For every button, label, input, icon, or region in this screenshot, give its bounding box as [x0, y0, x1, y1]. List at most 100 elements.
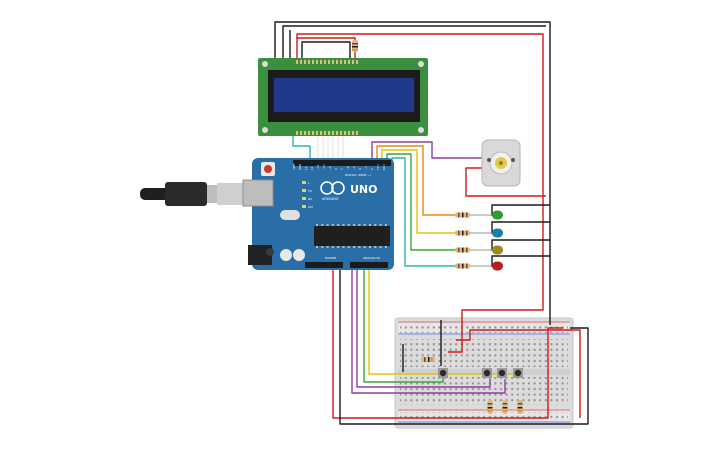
lcd-pin — [332, 131, 334, 135]
header-pin-label: ~3 — [364, 166, 368, 170]
lcd-display — [258, 40, 428, 136]
chip-pin — [347, 246, 350, 248]
resistor — [487, 400, 493, 414]
lcd-pin — [352, 60, 354, 64]
wire-red — [332, 268, 563, 419]
chip-pin — [363, 224, 366, 226]
status-led — [302, 197, 306, 200]
lcd-pin — [308, 60, 310, 64]
push-button — [498, 369, 506, 377]
wire-red — [456, 329, 581, 418]
wire-black — [491, 221, 550, 234]
chip-pin — [337, 246, 340, 248]
lcd-pin — [336, 60, 338, 64]
resistor — [517, 400, 523, 414]
status-led-label: TX — [307, 189, 312, 193]
resistor-band — [517, 407, 523, 409]
chip-pin — [369, 246, 371, 248]
wire-black — [491, 239, 550, 251]
header-pin-label: ~6 — [346, 166, 350, 170]
lcd-pin — [312, 60, 314, 64]
lcd-pin — [316, 60, 318, 64]
resistor — [421, 357, 435, 362]
header-pin-label: GND — [298, 164, 302, 170]
digital-section-label: DIGITAL (PWM ~) — [345, 173, 371, 177]
lcd-pin — [352, 131, 354, 135]
led — [492, 245, 503, 255]
resistor-band — [487, 410, 493, 412]
resistor — [502, 400, 508, 414]
header-pin-label: ~10 — [322, 164, 326, 170]
status-led — [302, 205, 306, 208]
wires — [274, 21, 589, 425]
wire-teal — [391, 157, 455, 267]
chip-pin — [374, 224, 377, 226]
header-pin-label: 4 — [358, 168, 362, 170]
chip-pin — [326, 246, 329, 248]
chip-pin — [316, 224, 318, 226]
usb-cable — [140, 182, 247, 206]
lcd-pin — [296, 131, 298, 135]
led-circuit — [455, 261, 503, 271]
lcd-pin-header — [296, 60, 358, 135]
lcd-pin — [316, 131, 318, 135]
lcd-pin — [320, 131, 322, 135]
lcd-pin — [348, 60, 350, 64]
header-pin-label: 13 — [304, 166, 308, 170]
wire-black — [491, 255, 550, 267]
breadboard-components — [421, 357, 523, 414]
wire-red — [296, 33, 544, 353]
header-pin-label: ~9 — [328, 166, 332, 170]
pull-down-resistors — [487, 400, 523, 414]
chip-pin — [353, 246, 356, 248]
chip-pin — [331, 246, 334, 248]
wire-green — [363, 268, 444, 383]
push-button — [439, 369, 447, 377]
wire-green — [386, 153, 455, 251]
lcd-pin — [296, 60, 298, 64]
led-array — [455, 210, 503, 271]
status-led — [302, 189, 306, 192]
lcd-pin — [336, 131, 338, 135]
chip-pin — [326, 224, 329, 226]
lcd-pin — [328, 60, 330, 64]
resistor-band — [458, 230, 460, 236]
resistor-band — [462, 230, 464, 236]
resistor-band — [466, 247, 468, 253]
potentiometer-resistor — [352, 40, 358, 52]
lcd-pin — [320, 60, 322, 64]
led-circuit — [455, 210, 503, 220]
header-pin-label: AREF — [292, 163, 296, 170]
resistor-band — [458, 212, 460, 218]
push-button — [514, 369, 522, 377]
chip-pin — [379, 224, 382, 226]
led-circuit — [455, 245, 503, 255]
board-logo-text: UNO — [350, 183, 378, 196]
lcd-pin — [324, 131, 326, 135]
status-led-label: RX — [308, 197, 312, 201]
chip-pin — [369, 224, 371, 226]
header-pin-label: 12 — [310, 166, 314, 170]
push-button — [483, 369, 491, 377]
lcd-pin — [304, 60, 306, 64]
chip-pin — [337, 224, 340, 226]
lcd-pin — [356, 60, 358, 64]
resistor-band — [462, 263, 464, 269]
lcd-pin — [304, 131, 306, 135]
wire-black — [339, 268, 589, 425]
resistor-band — [466, 263, 468, 269]
resistor-band — [517, 410, 523, 412]
resistor-band — [458, 263, 460, 269]
header-pin-label: RX 0 — [382, 164, 386, 170]
resistor-band — [487, 403, 493, 405]
arduino-uno-board: UNO ARDUINO DIGITAL (PWM ~) POWER ANALOG… — [140, 158, 394, 270]
lcd-pin — [308, 131, 310, 135]
resistor-band — [517, 403, 523, 405]
chip-pin — [342, 224, 345, 226]
resistor-band — [502, 407, 508, 409]
status-led-label: L — [308, 181, 310, 185]
led — [492, 210, 503, 220]
chip-pin — [358, 246, 361, 248]
